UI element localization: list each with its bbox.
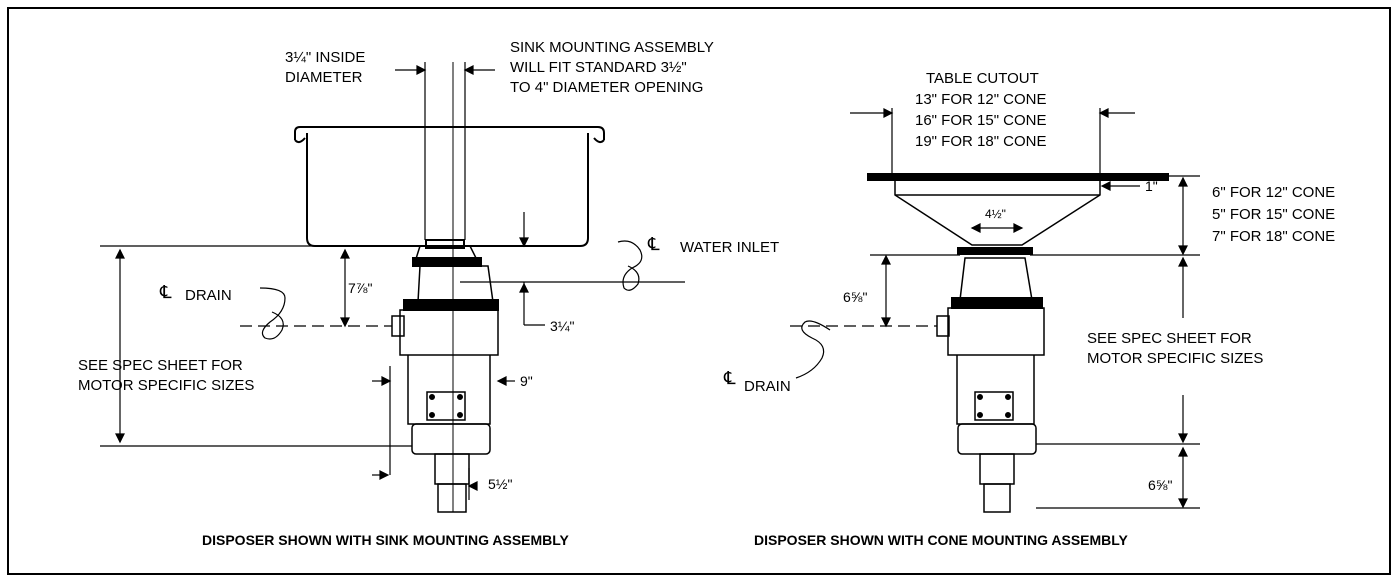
table-cutout-12: 13" FOR 12" CONE: [915, 91, 1047, 108]
dim-inlet-offset: 3¼": [550, 318, 574, 334]
dim-bottom: 6⅝": [1148, 477, 1172, 493]
dim-drain-height: 6⅝": [843, 289, 867, 305]
sink-note-line1: SINK MOUNTING ASSEMBLY: [510, 39, 714, 56]
water-inlet-label: WATER INLET: [680, 239, 779, 256]
cone-height-12: 6" FOR 12" CONE: [1212, 184, 1335, 201]
sink-disposer-body: [391, 62, 499, 513]
right-drain-label: DRAIN: [744, 378, 791, 395]
dim-base: 5½": [488, 476, 512, 492]
drawing-border: [7, 7, 1391, 575]
dim-width: 9": [520, 373, 533, 389]
left-drain-centerline-icon: ℄: [159, 282, 172, 302]
right-drain-centerline-icon: ℄: [723, 368, 736, 388]
cone-height-18: 7" FOR 18" CONE: [1212, 228, 1335, 245]
sink-dimension-lines: [100, 62, 685, 500]
sink-basin: [294, 126, 605, 247]
cone-height-15: 5" FOR 15" CONE: [1212, 206, 1335, 223]
water-inlet-centerline-icon: ℄: [647, 234, 660, 254]
sink-note-line3: TO 4" DIAMETER OPENING: [510, 79, 703, 96]
right-spec-note-line2: MOTOR SPECIFIC SIZES: [1087, 350, 1263, 367]
inside-diameter-line2: DIAMETER: [285, 69, 363, 86]
dim-cone-neck: 4½": [985, 207, 1006, 221]
cone-centerline-swirl: [795, 320, 831, 379]
dim-flange: 1": [1145, 178, 1158, 194]
left-spec-note-line1: SEE SPEC SHEET FOR: [78, 357, 243, 374]
left-drain-label: DRAIN: [185, 287, 232, 304]
inside-diameter-line1: 3¼" INSIDE: [285, 49, 365, 66]
left-caption: DISPOSER SHOWN WITH SINK MOUNTING ASSEMB…: [202, 532, 570, 548]
cone-dimension-lines: [790, 108, 1200, 509]
sink-centerline-swirls: [259, 240, 643, 340]
cone-assembly: [867, 173, 1169, 513]
right-caption: DISPOSER SHOWN WITH CONE MOUNTING ASSEMB…: [754, 532, 1129, 548]
sink-note-line2: WILL FIT STANDARD 3½": [510, 59, 687, 76]
dim-height-inlet: 7⅞": [348, 280, 372, 296]
left-spec-note-line2: MOTOR SPECIFIC SIZES: [78, 377, 254, 394]
table-cutout-title: TABLE CUTOUT: [926, 70, 1039, 87]
right-spec-note-line1: SEE SPEC SHEET FOR: [1087, 330, 1252, 347]
table-cutout-18: 19" FOR 18" CONE: [915, 133, 1047, 150]
table-cutout-15: 16" FOR 15" CONE: [915, 112, 1047, 129]
